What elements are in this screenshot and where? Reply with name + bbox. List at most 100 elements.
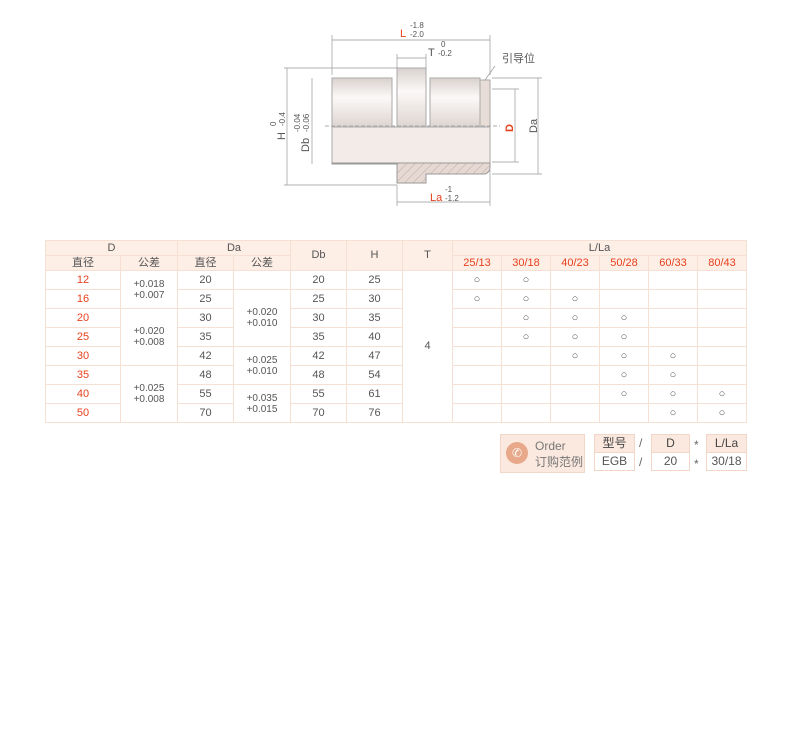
empty-cell (233, 270, 291, 290)
cell-Db: 35 (290, 327, 347, 347)
available-mark: ○ (599, 346, 649, 366)
header-D-tolerance: 公差 (120, 255, 178, 271)
empty-cell (599, 403, 649, 423)
star-separator: * (694, 457, 699, 471)
empty-cell (550, 365, 600, 385)
empty-cell (550, 270, 600, 290)
cell-Db: 25 (290, 289, 347, 309)
order-model-header: 型号 (595, 435, 634, 453)
cell-Da: 25 (177, 289, 234, 309)
cell-D: 20 (45, 308, 121, 328)
available-mark: ○ (648, 365, 698, 385)
available-mark: ○ (599, 384, 649, 404)
available-mark: ○ (501, 270, 551, 290)
order-model-value: EGB (601, 454, 628, 468)
cell-Da: 55 (177, 384, 234, 404)
empty-cell (648, 308, 698, 328)
empty-cell (599, 289, 649, 309)
header-Da: Da (177, 240, 291, 256)
empty-cell (648, 270, 698, 290)
cell-Da: 20 (177, 270, 234, 290)
empty-cell (697, 346, 747, 366)
header-Da-diameter: 直径 (177, 255, 234, 271)
cell-Db: 55 (290, 384, 347, 404)
empty-cell (452, 308, 502, 328)
cell-Da: 42 (177, 346, 234, 366)
available-mark: ○ (697, 403, 747, 423)
cell-H: 25 (346, 270, 403, 290)
available-mark: ○ (550, 327, 600, 347)
cell-H: 35 (346, 308, 403, 328)
empty-cell (452, 346, 502, 366)
dim-D: D (504, 124, 516, 132)
available-mark: ○ (599, 327, 649, 347)
available-mark: ○ (648, 384, 698, 404)
order-LLa-value: 30/18 (711, 454, 742, 468)
empty-cell (697, 289, 747, 309)
tolerance-cell: +0.020 +0.010 (233, 289, 291, 347)
empty-cell (452, 384, 502, 404)
available-mark: ○ (550, 289, 600, 309)
dim-L: L (400, 28, 406, 40)
cell-Db: 20 (290, 270, 347, 290)
available-mark: ○ (452, 270, 502, 290)
empty-cell (550, 384, 600, 404)
header-lla-80-43: 80/43 (697, 255, 747, 271)
dim-T-tol-bot: -0.2 (438, 49, 452, 58)
star-separator: * (694, 438, 699, 452)
header-Da-tolerance: 公差 (233, 255, 291, 271)
dim-H: H (276, 132, 288, 140)
cell-Db: 70 (290, 403, 347, 423)
dim-La-tol-top: -1 (445, 185, 453, 194)
dim-Db: Db (300, 138, 312, 152)
tolerance-cell: +0.025 +0.008 (120, 365, 178, 423)
cell-H: 30 (346, 289, 403, 309)
header-H: H (346, 240, 403, 271)
order-example-button[interactable]: ✆ Order 订购范例 (500, 434, 585, 473)
cell-H: 76 (346, 403, 403, 423)
cell-D: 25 (45, 327, 121, 347)
cell-T: 4 (402, 270, 453, 423)
available-mark: ○ (550, 346, 600, 366)
slash-separator: / (639, 455, 643, 469)
tolerance-cell: +0.020 +0.008 (120, 308, 178, 366)
dim-T-tol-top: 0 (441, 40, 446, 49)
dim-Db-tol-bot: -0.06 (302, 113, 311, 132)
dim-La: La (430, 192, 443, 204)
dim-L-tol-top: -1.8 (410, 21, 424, 30)
order-D-value: 20 (663, 454, 678, 468)
cell-Da: 70 (177, 403, 234, 423)
tolerance-cell: +0.035 +0.015 (233, 384, 291, 423)
empty-cell (697, 327, 747, 347)
bushing-body (325, 67, 500, 184)
dim-L-tol-bot: -2.0 (410, 30, 424, 39)
header-D-diameter: 直径 (45, 255, 121, 271)
cell-H: 54 (346, 365, 403, 385)
cell-D: 35 (45, 365, 121, 385)
dim-Da: Da (528, 118, 540, 133)
order-title: Order (535, 439, 566, 453)
cell-H: 47 (346, 346, 403, 366)
cell-D: 16 (45, 289, 121, 309)
available-mark: ○ (599, 308, 649, 328)
guide-label: 引导位 (502, 51, 535, 65)
available-mark: ○ (501, 308, 551, 328)
header-lla-60-33: 60/33 (648, 255, 698, 271)
cell-D: 50 (45, 403, 121, 423)
cell-D: 30 (45, 346, 121, 366)
available-mark: ○ (501, 327, 551, 347)
available-mark: ○ (697, 384, 747, 404)
cell-D: 12 (45, 270, 121, 290)
header-Db: Db (290, 240, 347, 271)
available-mark: ○ (501, 289, 551, 309)
tolerance-cell: +0.018 +0.007 (120, 270, 178, 309)
